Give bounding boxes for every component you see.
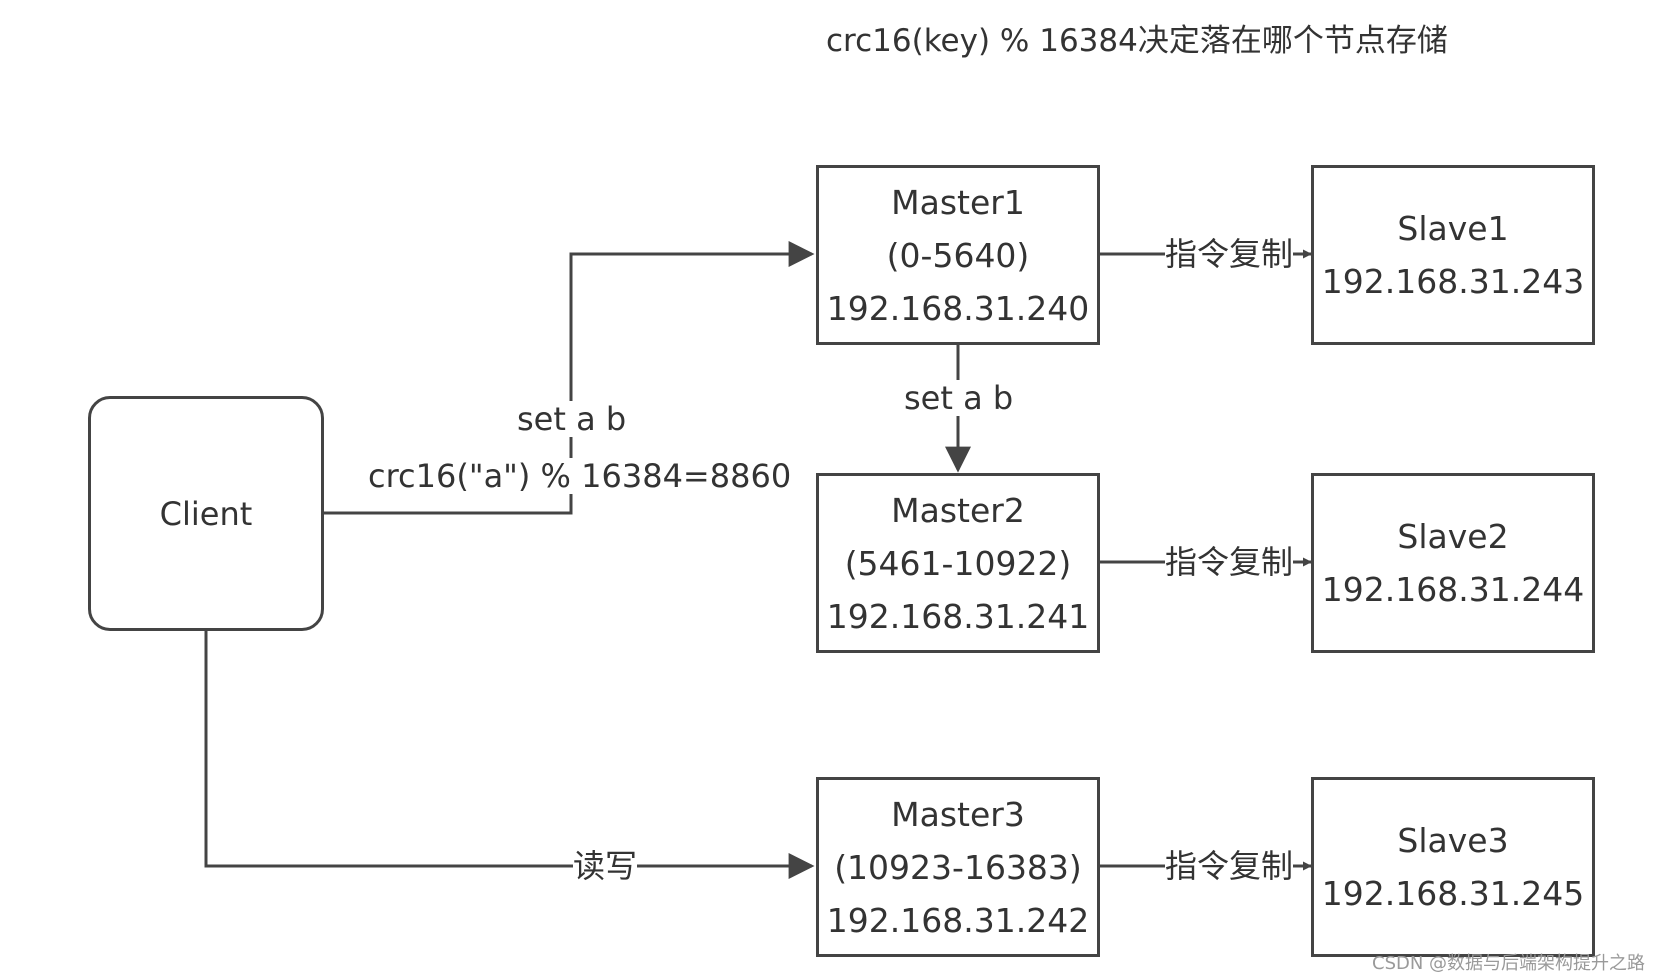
edge-label-replication-2: 指令复制 [1165, 543, 1294, 581]
master1-name: Master1 [891, 182, 1025, 222]
master3-name: Master3 [891, 794, 1025, 834]
slave3-ip: 192.168.31.245 [1321, 874, 1585, 913]
watermark-text: CSDN @数据与后端架构提升之路 [1372, 953, 1646, 974]
edge-client-to-master1 [324, 241, 815, 515]
edge-label-replication-1: 指令复制 [1165, 235, 1294, 273]
slave2-name: Slave2 [1397, 517, 1509, 556]
slave3-node: Slave3 192.168.31.245 [1311, 777, 1595, 957]
slave3-name: Slave3 [1397, 821, 1509, 860]
diagram-title: crc16(key) % 16384决定落在哪个节点存储 [826, 23, 1448, 59]
edge-label-client-cmd: set a b [517, 400, 627, 438]
master1-slot-range: (0-5640) [886, 235, 1030, 275]
client-label: Client [159, 494, 253, 533]
client-node: Client [88, 396, 324, 631]
master2-slot-range: (5461-10922) [844, 543, 1072, 583]
master3-node: Master3 (10923-16383) 192.168.31.242 [816, 777, 1100, 957]
edge-client-to-master3 [204, 631, 815, 879]
master2-ip: 192.168.31.241 [826, 596, 1090, 636]
slave1-ip: 192.168.31.243 [1321, 262, 1585, 301]
edge-label-client-hash: crc16("a") % 16384=8860 [368, 457, 792, 495]
master1-node: Master1 (0-5640) 192.168.31.240 [816, 165, 1100, 345]
master3-slot-range: (10923-16383) [834, 847, 1082, 887]
slave2-ip: 192.168.31.244 [1321, 570, 1585, 609]
master2-name: Master2 [891, 490, 1025, 530]
slave2-node: Slave2 192.168.31.244 [1311, 473, 1595, 653]
slave1-name: Slave1 [1397, 209, 1509, 248]
edge-label-master1-to-master2: set a b [904, 379, 1014, 417]
master2-node: Master2 (5461-10922) 192.168.31.241 [816, 473, 1100, 653]
edge-label-client-to-master3: 读写 [573, 847, 638, 885]
master1-ip: 192.168.31.240 [826, 288, 1090, 328]
slave1-node: Slave1 192.168.31.243 [1311, 165, 1595, 345]
master3-ip: 192.168.31.242 [826, 900, 1090, 940]
edge-label-replication-3: 指令复制 [1165, 847, 1294, 885]
